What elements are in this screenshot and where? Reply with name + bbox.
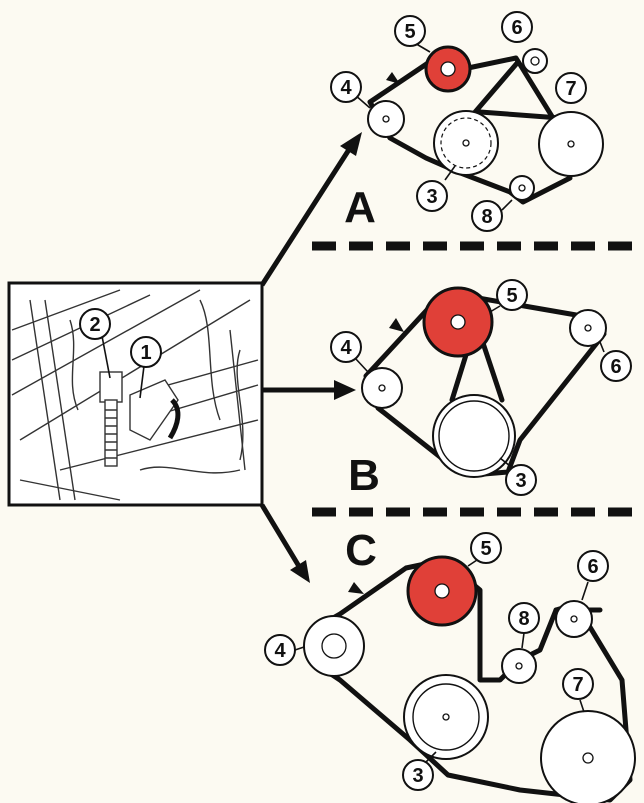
section-c-label: C: [345, 526, 377, 575]
pointer-arrows: [259, 132, 362, 583]
svg-text:7: 7: [565, 78, 576, 100]
svg-text:3: 3: [426, 186, 437, 208]
svg-text:5: 5: [480, 538, 491, 560]
belt-b-inner: [479, 337, 505, 403]
belt-a-inner: [467, 59, 521, 121]
pulley-b-3: [432, 394, 516, 478]
section-a-label: A: [344, 183, 376, 232]
svg-text:2: 2: [89, 314, 100, 336]
pulley-a-5: [424, 45, 472, 93]
pulley-b-4: [361, 367, 403, 409]
svg-text:8: 8: [481, 206, 492, 228]
svg-text:1: 1: [140, 342, 151, 364]
callout-a-7: 7: [555, 72, 587, 104]
svg-text:7: 7: [572, 674, 583, 696]
section-b: B 5 4 6 3: [330, 279, 632, 500]
pulley-b-5: [422, 286, 494, 358]
svg-text:6: 6: [587, 556, 598, 578]
callout-1: 1: [130, 336, 162, 368]
inset-sketch: [11, 289, 259, 501]
svg-text:4: 4: [340, 77, 352, 99]
callout-a-6: 6: [501, 11, 533, 43]
svg-text:5: 5: [506, 285, 517, 307]
section-b-label: B: [348, 451, 380, 500]
callout-c-6: 6: [577, 550, 609, 582]
arrow-head-b: [334, 380, 356, 400]
pulley-c-7: [540, 710, 636, 803]
callout-2: 2: [79, 308, 111, 340]
svg-text:3: 3: [412, 765, 423, 787]
callout-c-8: 8: [508, 602, 540, 634]
svg-text:4: 4: [274, 640, 286, 662]
svg-text:6: 6: [610, 356, 621, 378]
callout-c-3: 3: [402, 759, 434, 791]
callout-c-5: 5: [470, 532, 502, 564]
belt-a-inner-2: [477, 109, 563, 121]
arrow-to-a: [259, 146, 353, 287]
callout-a-8: 8: [471, 200, 503, 232]
callout-b-6: 6: [600, 350, 632, 382]
arrow-to-c: [259, 503, 303, 570]
pulley-a-4: [367, 100, 405, 138]
pulley-c-5: [406, 555, 478, 627]
svg-text:6: 6: [511, 17, 522, 39]
callout-a-4: 4: [330, 71, 362, 103]
pulley-c-4: [303, 615, 365, 677]
callout-b-4: 4: [330, 331, 362, 363]
callout-b-5: 5: [496, 279, 528, 311]
arrow-head-c: [290, 560, 310, 583]
pulley-b-6: [569, 309, 607, 347]
inset-detail: 2 1: [7, 281, 264, 507]
callout-c-7: 7: [562, 668, 594, 700]
arrow-head-a: [340, 132, 362, 156]
section-a: A 5 6 4 7 3 8: [330, 11, 604, 232]
pulley-a-3: [433, 110, 499, 176]
pulley-a-8: [509, 175, 535, 201]
pulley-a-6: [522, 48, 548, 74]
callout-c-4: 4: [264, 634, 296, 666]
callout-a-3: 3: [416, 180, 448, 212]
pulley-c-8: [501, 648, 537, 684]
section-c: C 5 4 8 6 7 3: [264, 526, 636, 803]
svg-text:4: 4: [340, 337, 352, 359]
rotation-arrow-c: [348, 582, 364, 594]
callout-a-5: 5: [394, 15, 426, 47]
rotation-arrow-a: [386, 72, 400, 84]
rotation-arrow-b: [389, 318, 404, 332]
callout-b-3: 3: [505, 464, 537, 496]
pulley-c-3: [403, 674, 489, 760]
svg-text:3: 3: [515, 470, 526, 492]
pulley-a-7: [538, 111, 604, 177]
svg-text:5: 5: [404, 21, 415, 43]
pulley-c-6: [555, 600, 593, 638]
svg-text:8: 8: [518, 608, 529, 630]
